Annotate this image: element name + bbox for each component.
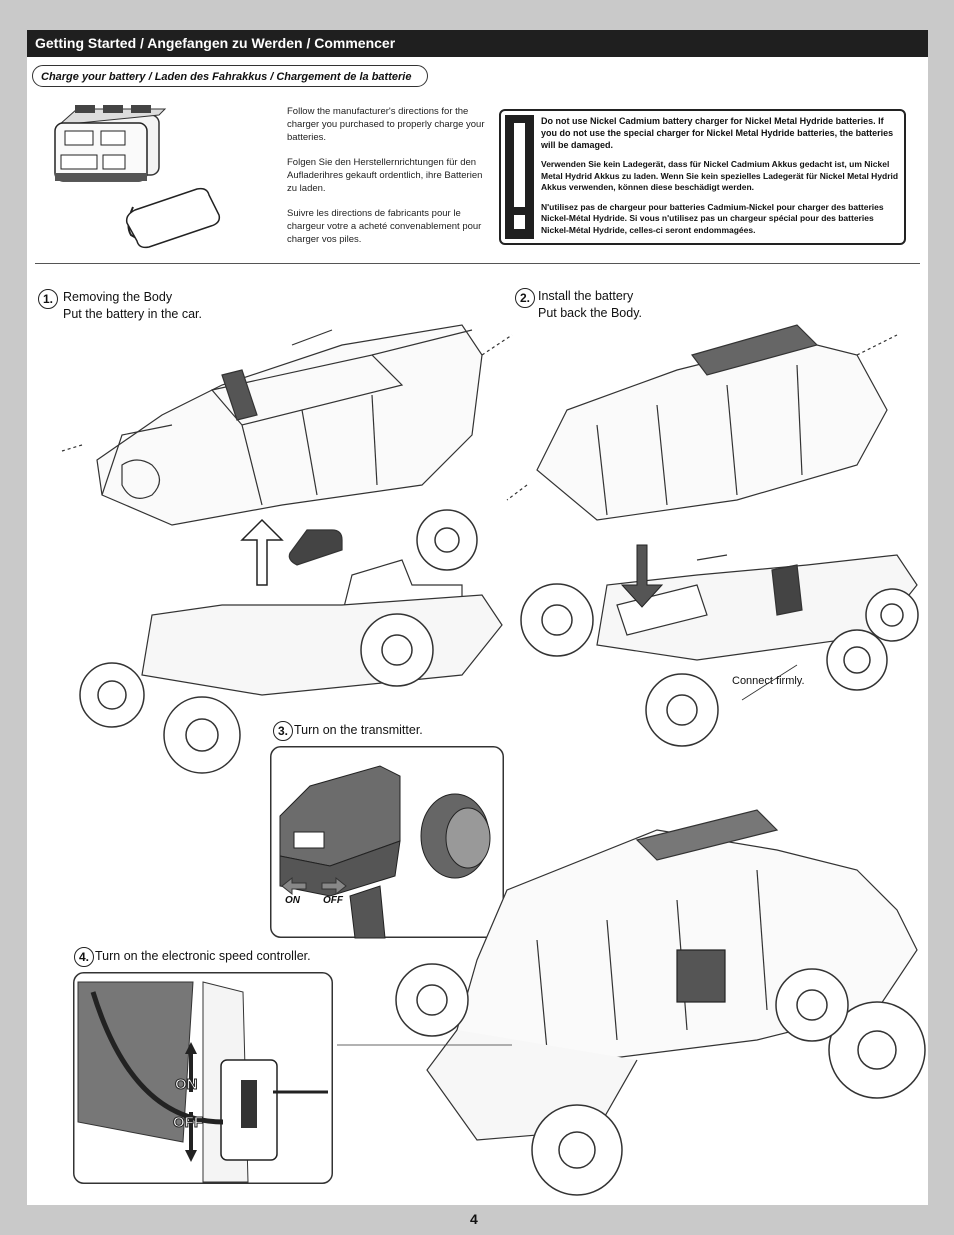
step-1-text: Removing the Body Put the battery in the… — [63, 289, 202, 323]
step-3-number: 3. — [273, 721, 293, 741]
charge-section-title: Charge your battery / Laden des Fahrakku… — [32, 65, 428, 87]
section-divider — [35, 263, 920, 264]
esc-switch-panel — [73, 972, 333, 1184]
step-2-battery-install-illustration — [506, 324, 919, 747]
step-4-text: Turn on the electronic speed controller. — [95, 949, 311, 963]
step-2-line2: Put back the Body. — [538, 306, 642, 320]
connect-firmly-label: Connect firmly. — [732, 675, 805, 687]
directions-de: Folgen Sie den Herstellernrichtungen für… — [287, 157, 483, 194]
section-header: Getting Started / Angefangen zu Werden /… — [27, 30, 928, 57]
transmitter-on-label: ON — [285, 895, 300, 906]
step-1-body-removal-illustration — [61, 324, 513, 774]
step-3-text: Turn on the transmitter. — [294, 723, 423, 737]
charger-directions: Follow the manufacturer's directions for… — [287, 105, 492, 258]
warning-fr: N'utilisez pas de chargeur pour batterie… — [541, 201, 884, 235]
warning-en: Do not use Nickel Cadmium battery charge… — [541, 116, 894, 150]
directions-en: Follow the manufacturer's directions for… — [287, 106, 485, 143]
manual-page: Getting Started / Angefangen zu Werden /… — [27, 30, 928, 1205]
step-1-line1: Removing the Body — [63, 290, 173, 304]
charger-illustration — [54, 105, 221, 249]
step-1-number: 1. — [38, 289, 58, 309]
step-2-line1: Install the battery — [538, 289, 634, 303]
warning-de: Verwenden Sie kein Ladegerät, dass für N… — [541, 159, 899, 192]
step-4-number: 4. — [74, 947, 94, 967]
warning-box: Do not use Nickel Cadmium battery charge… — [499, 109, 906, 245]
page-number: 4 — [470, 1211, 478, 1227]
esc-on-label: ON — [175, 1076, 198, 1094]
step-4-car-illustration — [337, 809, 926, 1196]
transmitter-off-label: OFF — [323, 895, 343, 906]
warning-text: Do not use Nickel Cadmium battery charge… — [541, 115, 901, 244]
transmitter-panel — [270, 746, 504, 939]
step-2-number: 2. — [515, 288, 535, 308]
exclamation-icon — [505, 115, 534, 239]
step-1-line2: Put the battery in the car. — [63, 307, 202, 321]
esc-off-label: OFF — [173, 1114, 204, 1132]
directions-fr: Suivre les directions de fabricants pour… — [287, 208, 482, 245]
step-2-text: Install the battery Put back the Body. — [538, 288, 642, 322]
